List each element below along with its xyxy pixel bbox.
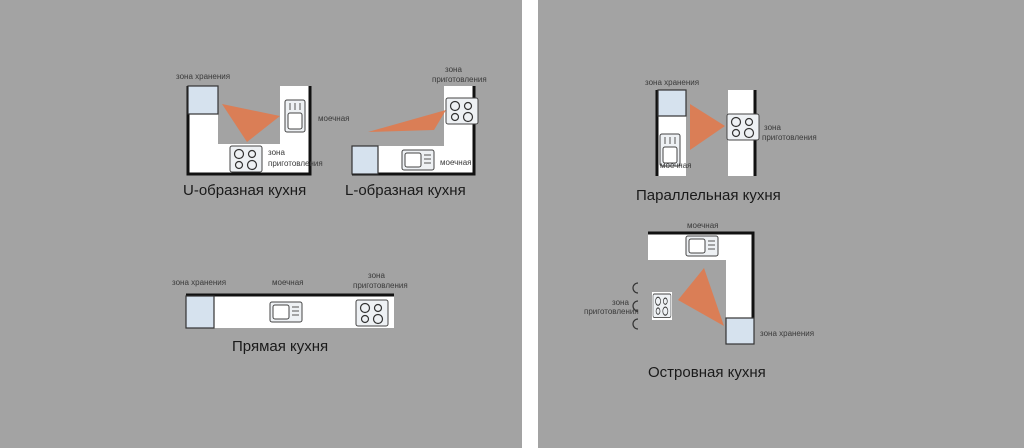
island-cooking-label-1: зона [612,298,629,307]
parallel-title: Параллельная кухня [636,187,781,204]
island-sink-icon [685,235,719,257]
l-fridge [351,145,379,175]
island-stool-1 [632,282,639,294]
island-sink-label: моечная [687,221,719,230]
l-sink-label: моечная [440,158,472,167]
island-stool-2 [632,300,639,312]
island-storage-label: зона хранения [760,329,814,338]
straight-sink-icon [269,301,303,323]
island-kitchen: моечная зона приготовления зона хранения… [584,221,814,381]
island-fridge [725,317,755,345]
straight-kitchen: зона хранения моечная зона приготовления… [172,271,408,355]
u-cooking-label-2: приготовления [268,159,323,168]
island-work-triangle [678,268,724,326]
u-title: U-образная кухня [183,182,306,199]
straight-cooking-label-1: зона [368,271,385,280]
island-wall-edge [648,231,755,344]
island-stool-3 [632,318,639,330]
straight-title: Прямая кухня [232,338,328,355]
straight-fridge [185,295,215,329]
u-work-triangle [222,104,280,142]
l-hob-icon [445,97,479,125]
island-hob-icon [652,293,672,318]
straight-cooking-label-2: приготовления [353,281,408,290]
u-fridge [187,85,219,115]
u-sink-label: моечная [318,114,350,123]
right-panel [538,0,1024,448]
parallel-fridge [657,89,687,117]
island-cooking-label-2: приготовления [584,307,639,316]
l-cooking-label-1: зона [445,65,462,74]
island-title: Островная кухня [648,364,766,381]
parallel-work-triangle [690,104,725,150]
parallel-cooking-label-2: приготовления [762,133,817,142]
parallel-sink-label: моечная [660,161,692,170]
l-shaped-kitchen: зона приготовления моечная L-образная ку… [345,65,487,199]
u-wall-edge [186,86,312,176]
u-hob-icon [229,145,263,173]
straight-hob-icon [355,299,389,327]
u-shaped-kitchen: зона хранения моечная зона приготовления… [176,72,350,199]
l-cooking-label-2: приготовления [432,75,487,84]
straight-sink-label: моечная [272,278,304,287]
straight-storage-label: зона хранения [172,278,226,287]
u-sink-icon [284,99,306,133]
l-title: L-образная кухня [345,182,466,199]
parallel-cooking-label-1: зона [764,123,781,132]
u-cooking-label-1: зона [268,148,285,157]
parallel-kitchen: зона хранения моечная зона приготовления… [636,78,817,204]
left-panel [0,0,522,448]
l-work-triangle [368,110,446,132]
u-storage-label: зона хранения [176,72,230,81]
parallel-storage-label: зона хранения [645,78,699,87]
parallel-hob-icon [726,113,760,141]
l-sink-icon [401,149,435,171]
